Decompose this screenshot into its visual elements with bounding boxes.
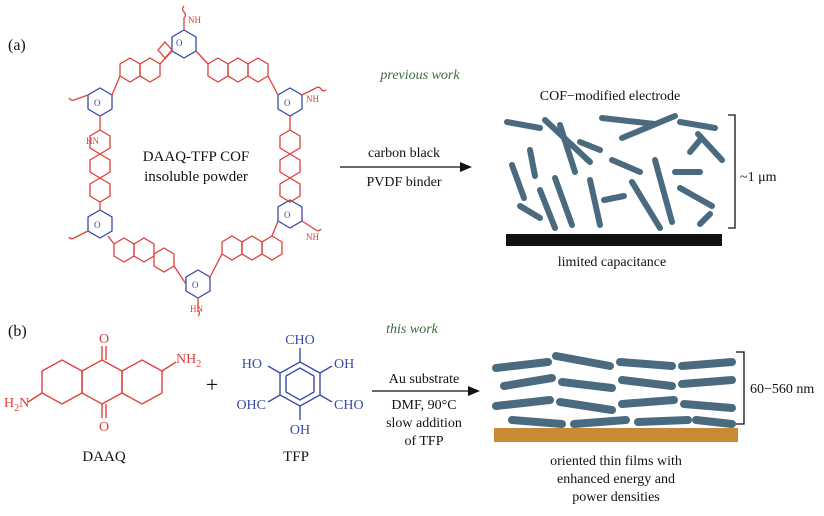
result-b-line1: oriented thin films with — [550, 454, 682, 469]
arrow-b-line3: slow addition — [386, 416, 462, 431]
tfp-ho-left: HO — [242, 357, 262, 372]
arrow-a-bottom-text: PVDF binder — [366, 175, 441, 190]
random-rods — [504, 113, 725, 231]
daaq-linker-top-right — [207, 57, 269, 83]
electrode-substrate-black — [506, 234, 722, 246]
atom-label-o-4: O — [192, 280, 199, 290]
daaq-linker-bottom-left — [113, 237, 175, 273]
plus-sign: + — [206, 372, 218, 397]
electrode-title: COF−modified electrode — [540, 89, 680, 104]
daaq-linker-right — [279, 129, 301, 203]
daaq-structure — [27, 346, 177, 418]
atom-label-o-5: O — [94, 220, 101, 230]
cof-center-line1: DAAQ-TFP COF — [143, 149, 250, 165]
this-work-label: this work — [386, 322, 439, 337]
daaq-name: DAAQ — [82, 449, 125, 465]
daaq-o-top: O — [99, 332, 109, 347]
thickness-bracket-a — [728, 114, 736, 229]
daaq-nh2-right: NH2 — [176, 352, 201, 370]
cof-center-line2: insoluble powder — [144, 169, 248, 185]
result-b-line2: enhanced energy and — [557, 472, 675, 487]
thickness-b-text: 60−560 nm — [750, 382, 814, 397]
arrow-b-line4: of TFP — [404, 434, 443, 449]
daaq-linker-top-left — [119, 41, 173, 83]
tfp-node-lower-right — [277, 199, 303, 229]
tfp-name: TFP — [283, 449, 309, 465]
arrow-a-top-text: carbon black — [368, 146, 440, 161]
atom-label-nh-3: NH — [306, 232, 319, 242]
oriented-rods — [492, 352, 736, 428]
cof-framework — [68, 5, 327, 317]
reaction-arrow-a — [340, 162, 472, 172]
arrow-b-line2: DMF, 90°C — [391, 398, 456, 413]
daaq-linker-bottom-right — [221, 235, 283, 261]
gold-substrate — [494, 428, 738, 442]
tfp-node-top — [171, 29, 197, 59]
atom-label-hn-2: HN — [86, 136, 99, 146]
tfp-oh-right: OH — [334, 357, 354, 372]
tfp-oh-bottom: OH — [290, 423, 310, 438]
tfp-ohc-left: OHC — [236, 398, 266, 413]
panel-b-label: (b) — [8, 323, 27, 340]
daaq-o-bottom: O — [99, 420, 109, 435]
reaction-arrow-b — [372, 386, 480, 396]
thickness-a-text: ~1 μm — [740, 170, 777, 185]
atom-label-o-6: O — [94, 98, 101, 108]
arrow-b-line1: Au substrate — [389, 372, 459, 387]
atom-label-o-3: O — [284, 210, 291, 220]
tfp-node-lower-left — [87, 209, 113, 239]
atom-label-o-2: O — [284, 98, 291, 108]
thickness-bracket-b — [736, 351, 745, 425]
tfp-structure — [267, 348, 333, 420]
atom-label-o-1: O — [176, 38, 183, 48]
atom-label-hn-1: HN — [190, 304, 203, 314]
tfp-cho-top: CHO — [285, 333, 315, 348]
tfp-cho-right: CHO — [334, 398, 364, 413]
panel-a-label: (a) — [8, 37, 26, 54]
atom-label-nh-1: NH — [188, 15, 201, 25]
daaq-h2n-left: H2N — [4, 396, 29, 414]
result-a-text: limited capacitance — [558, 255, 666, 270]
previous-work-label: previous work — [379, 68, 460, 83]
atom-label-nh-2: NH — [306, 94, 319, 104]
result-b-line3: power densities — [572, 490, 659, 505]
